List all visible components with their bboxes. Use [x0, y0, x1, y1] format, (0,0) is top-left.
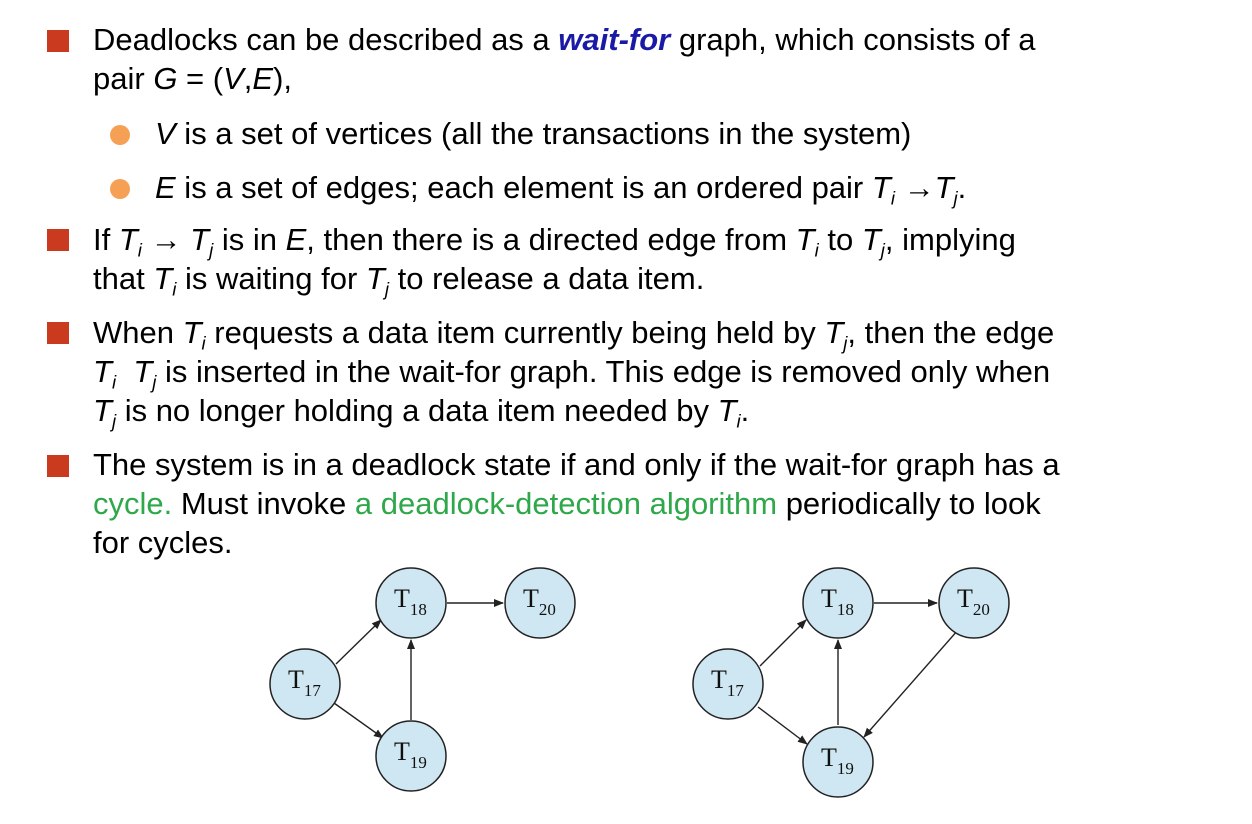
bullet3-line1: When Ti requests a data item currently b… — [93, 315, 1055, 354]
graph-right: T17 T18 T19 T20 — [692, 567, 1010, 798]
node-t19 — [375, 720, 447, 792]
bullet2-line2: that Ti is waiting for Tj to release a d… — [93, 261, 705, 300]
bullet4-line1: The system is in a deadlock state if and… — [93, 447, 1060, 482]
node-label-t17: T17 — [711, 665, 744, 700]
node-t18 — [802, 567, 874, 639]
node-label-t20: T20 — [523, 584, 556, 619]
edge-20-19 — [863, 629, 959, 738]
node-label-t20: T20 — [957, 584, 990, 619]
node-t20 — [938, 567, 1010, 639]
node-t20 — [504, 567, 576, 639]
graph-left: T17 T18 T19 T20 — [269, 567, 576, 792]
bullet-square-icon — [47, 455, 69, 477]
bullet3-line3: Tj is no longer holding a data item need… — [93, 393, 750, 432]
subbullet-edges: E is a set of edges; each element is an … — [155, 170, 967, 209]
bullet-dot-icon — [110, 179, 130, 199]
node-label-t17: T17 — [288, 665, 321, 700]
bullet3-line2: Ti Tj is inserted in the wait-for graph.… — [93, 354, 1051, 393]
deadlock-detection-term: a deadlock-detection algorithm — [354, 486, 778, 521]
node-label-t18: T18 — [394, 584, 427, 619]
bullet1-line2: pair G = (V,E), — [93, 61, 293, 96]
bullet1-line1: Deadlocks can be described as a wait-for… — [93, 22, 1036, 57]
edge-17-18 — [759, 619, 807, 667]
node-t17 — [692, 648, 764, 720]
subbullet-vertices: V is a set of vertices (all the transact… — [155, 116, 912, 151]
node-t19 — [802, 726, 874, 798]
bullet-square-icon — [47, 229, 69, 251]
bullet-square-icon — [47, 322, 69, 344]
edge-17-19 — [757, 706, 808, 745]
bullet-dot-icon — [110, 125, 130, 145]
node-label-t18: T18 — [821, 584, 854, 619]
bullet4-line3: for cycles. — [93, 525, 233, 560]
bullet2-line1: If Ti → Tj is in E, then there is a dire… — [93, 222, 1016, 261]
bullet4-line2: cycle. Must invoke a deadlock-detection … — [93, 486, 1041, 521]
edge-17-18 — [335, 619, 382, 665]
node-t17 — [269, 648, 341, 720]
edge-17-19 — [333, 702, 384, 739]
cycle-term: cycle. — [93, 486, 173, 521]
node-label-t19: T19 — [821, 743, 854, 778]
wait-for-term: wait-for — [558, 22, 671, 57]
node-t18 — [375, 567, 447, 639]
bullet-square-icon — [47, 30, 69, 52]
node-label-t19: T19 — [394, 737, 427, 772]
